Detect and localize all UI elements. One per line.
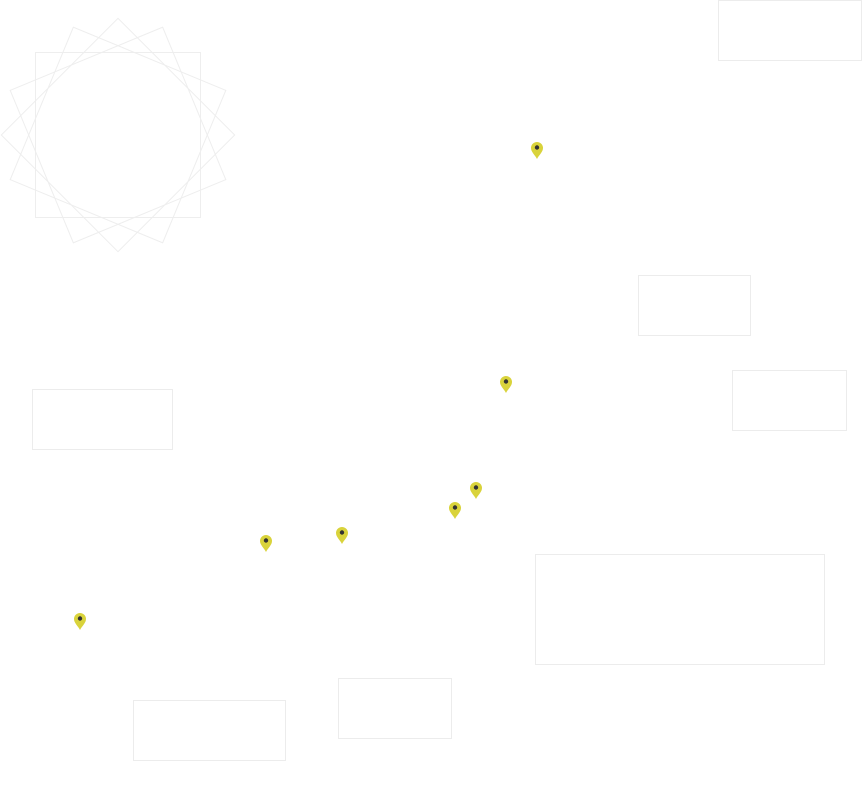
map-marker[interactable]	[499, 375, 513, 394]
map-area-outline	[638, 275, 751, 336]
map-pin-icon	[449, 502, 461, 519]
map-area-outline	[338, 678, 452, 739]
map-pin-icon	[470, 482, 482, 499]
map-marker[interactable]	[469, 481, 483, 500]
compass-rose-decoration	[0, 17, 236, 253]
map-pin-icon	[500, 376, 512, 393]
map-marker[interactable]	[335, 526, 349, 545]
map-marker[interactable]	[73, 612, 87, 631]
map-area-outline	[535, 554, 825, 665]
map-area-outline	[732, 370, 847, 431]
map-pin-icon	[260, 535, 272, 552]
map-pin-icon	[336, 527, 348, 544]
map-marker[interactable]	[530, 141, 544, 160]
map-area-outline	[718, 0, 862, 61]
map-pin-icon	[531, 142, 543, 159]
map-area-outline	[32, 389, 173, 450]
map-marker[interactable]	[259, 534, 273, 553]
map-area-outline	[133, 700, 286, 761]
map-marker[interactable]	[448, 501, 462, 520]
map-pin-icon	[74, 613, 86, 630]
